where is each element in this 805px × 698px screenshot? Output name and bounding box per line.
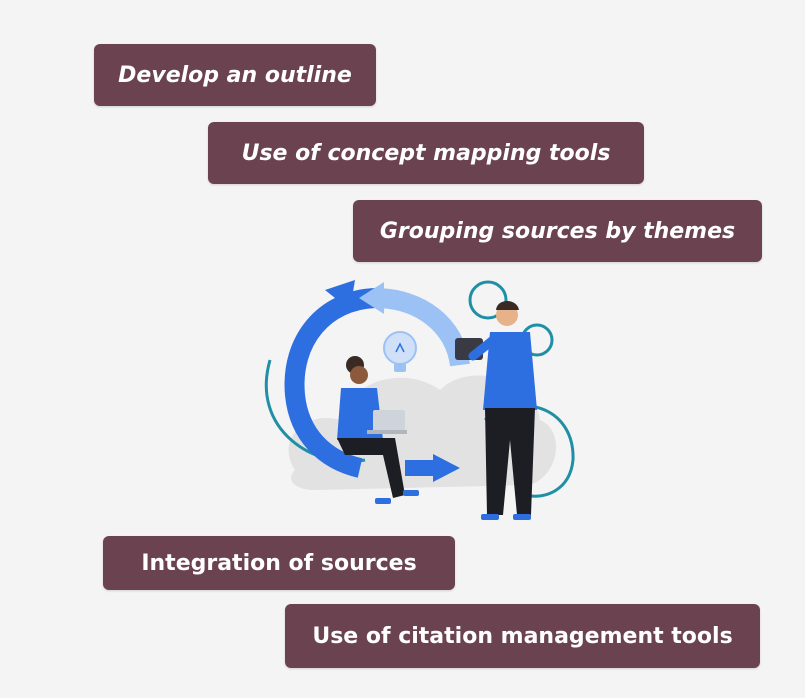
teamwork-illustration bbox=[264, 280, 575, 520]
laptop-icon bbox=[367, 410, 407, 434]
step-integration-sources: Integration of sources bbox=[103, 536, 455, 590]
step-label: Use of concept mapping tools bbox=[241, 140, 611, 166]
deco-circle-1 bbox=[468, 280, 508, 320]
woman-with-laptop bbox=[337, 356, 419, 504]
man-with-tablet bbox=[455, 301, 537, 520]
step-citation-management: Use of citation management tools bbox=[285, 604, 760, 668]
step-label: Grouping sources by themes bbox=[379, 218, 736, 244]
step-label: Integration of sources bbox=[141, 550, 417, 576]
lightbulb-icon bbox=[383, 331, 417, 372]
step-label: Use of citation management tools bbox=[312, 623, 733, 649]
step-develop-outline: Develop an outline bbox=[94, 44, 376, 106]
step-label: Develop an outline bbox=[118, 62, 352, 88]
step-grouping-sources: Grouping sources by themes bbox=[353, 200, 762, 262]
step-concept-mapping: Use of concept mapping tools bbox=[208, 122, 644, 184]
